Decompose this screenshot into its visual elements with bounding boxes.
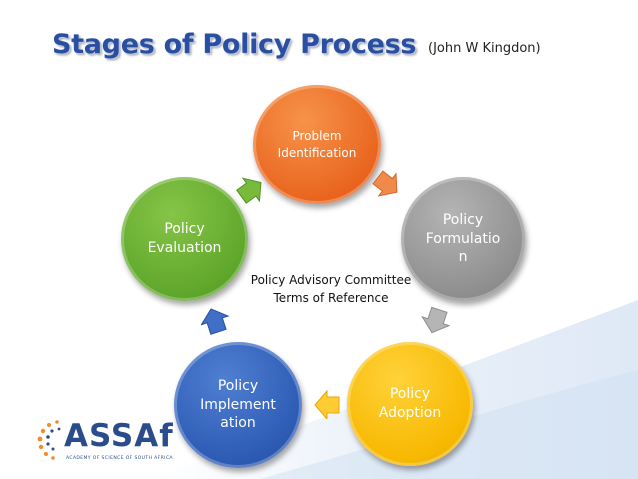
page-subtitle: (John W Kingdon) [428,41,541,56]
assaf-logo-icon [37,420,61,460]
stage-adoption-label: Policy Adoption [378,386,442,421]
stage-policy-formulation: Policy Formulatio n [401,177,525,301]
stage-policy-adoption: Policy Adoption [347,342,473,466]
stage-policy-implementation: Policy Implement ation [174,342,302,468]
arrow-formulation-to-adoption-icon [421,306,450,334]
arrow-adoption-to-implementation-icon [314,389,340,419]
page-title: Stages of Policy Process [52,29,417,60]
logo-wordmark: ASSAf [64,418,174,454]
stage-problem-label: Problem Identification [277,129,357,160]
arrow-evaluation-to-problem-icon [236,177,262,204]
center-note-line2: Terms of Reference [273,291,389,305]
stage-evaluation-label: Policy Evaluation [147,221,222,256]
logo-tagline: ACADEMY OF SCIENCE OF SOUTH AFRICA [66,456,173,461]
stage-policy-evaluation: Policy Evaluation [121,177,248,301]
arrow-implementation-to-evaluation-icon [201,308,230,335]
center-note: Policy Advisory Committee Terms of Refer… [236,271,426,307]
stage-formulation-label: Policy Formulatio n [425,211,501,266]
arrow-problem-to-formulation-icon [372,170,398,197]
center-note-line1: Policy Advisory Committee [250,273,412,287]
stage-implementation-label: Policy Implement ation [200,377,276,432]
stage-problem-identification: Problem Identification [253,85,381,204]
